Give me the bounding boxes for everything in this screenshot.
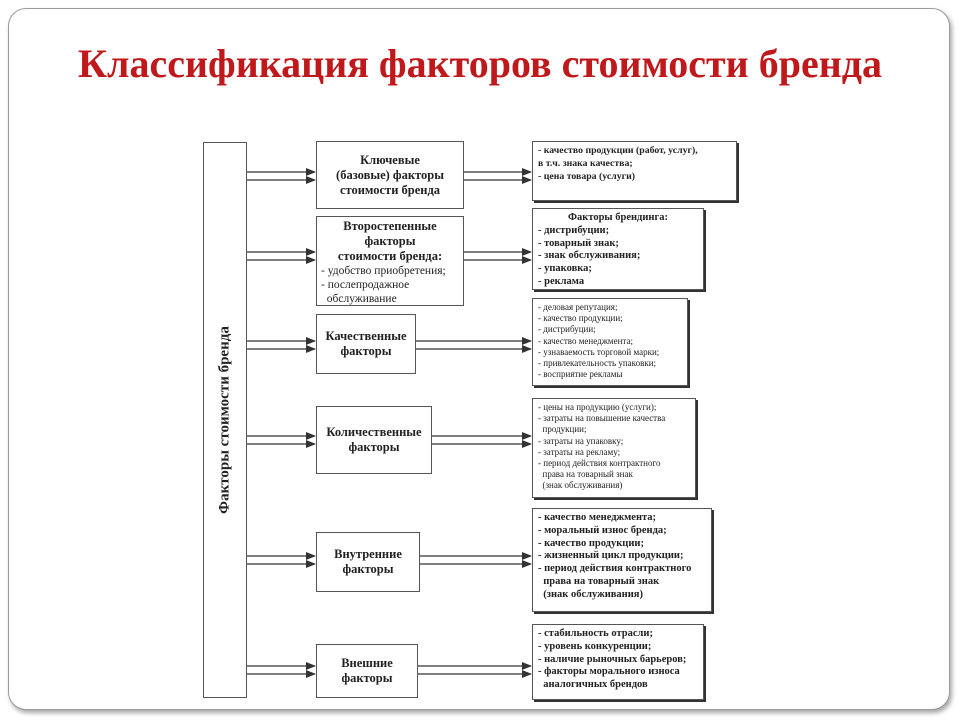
category-line: Внешние — [341, 656, 393, 670]
category-sub-line: - удобство приобретения; — [321, 265, 446, 277]
category-line: Второстепенные — [343, 219, 437, 233]
details-qualitative-factors: - деловая репутация; - качество продукци… — [532, 298, 688, 386]
detail-line: - знак обслуживания; — [538, 250, 641, 262]
category-sub-line: обслуживание — [321, 293, 397, 305]
category-line: Внутренние — [334, 547, 402, 561]
category-sub-line: - послепродажное — [321, 279, 410, 291]
category-line: стоимости бренда — [339, 182, 441, 197]
category-line: факторы — [342, 562, 394, 576]
detail-line: - моральный износ бренда; — [538, 524, 667, 536]
category-line: факторы — [340, 344, 392, 358]
detail-line: - наличие рыночных барьеров; — [538, 653, 687, 665]
detail-line: - восприятие рекламы — [538, 369, 623, 380]
spine-box — [203, 142, 247, 698]
category-line: (базовые) факторы — [336, 167, 444, 182]
detail-line: - стабильность отрасли; — [538, 628, 653, 639]
category-line: Количественные — [326, 425, 422, 439]
detail-line: - качество продукции; — [538, 537, 644, 549]
detail-line: - жизненный цикл продукции; — [538, 550, 684, 562]
detail-line: права на товарный знак — [538, 469, 633, 480]
category-key-factors: Ключевые (базовые) факторы стоимости бре… — [316, 141, 464, 209]
detail-line: - затраты на повышение качества — [538, 413, 666, 424]
slide-frame — [8, 8, 950, 710]
detail-line: - уровень конкуренции; — [538, 640, 652, 652]
category-line: стоимости бренда: — [337, 249, 443, 263]
category-external-factors: Внешние факторы — [316, 644, 418, 698]
detail-line: - качество менеджмента; — [538, 335, 633, 346]
detail-line: - затраты на рекламу; — [538, 446, 621, 457]
detail-line: - дистрибуции; — [538, 324, 596, 335]
detail-line: права на товарный знак — [538, 575, 660, 587]
category-qualitative-factors: Качественные факторы — [316, 314, 416, 374]
spine-label: Факторы стоимости бренда — [216, 326, 233, 514]
details-branding-factors: Факторы брендинга: - дистрибуции; - това… — [532, 208, 704, 290]
category-line: Качественные — [325, 329, 407, 343]
category-line: факторы — [341, 671, 393, 685]
detail-line: - качество продукции (работ, услуг), — [538, 145, 698, 156]
category-line: факторы — [364, 234, 416, 248]
category-quantitative-factors: Количественные факторы — [316, 406, 432, 474]
detail-line: продукции; — [538, 424, 587, 435]
detail-line: - цены на продукцию (услуги); — [538, 402, 657, 412]
detail-line: - дистрибуции; — [538, 224, 610, 236]
detail-line: аналогичных брендов — [538, 679, 648, 691]
detail-line: - цена товара (услуги) — [538, 170, 635, 182]
category-line: факторы — [348, 440, 400, 454]
detail-line: - деловая репутация; — [538, 302, 618, 312]
detail-line: - узнаваемость торговой марки; — [538, 346, 660, 357]
detail-line: в т.ч. знака качества; — [538, 157, 633, 169]
category-internal-factors: Внутренние факторы — [316, 532, 420, 592]
details-key-factors: - качество продукции (работ, услуг), в т… — [532, 141, 737, 201]
detail-line: - качество продукции; — [538, 313, 623, 324]
detail-line: - качество менеджмента; — [538, 512, 657, 523]
detail-line: - период действия контрактного — [538, 563, 692, 575]
category-line: Ключевые — [360, 152, 420, 167]
detail-line: - затраты на упаковку; — [538, 435, 624, 446]
details-quantitative-factors: - цены на продукцию (услуги); - затраты … — [532, 398, 696, 498]
detail-line: - упаковка; — [538, 263, 592, 275]
detail-line: - реклама — [538, 275, 585, 287]
detail-line: (знак обслуживания) — [538, 588, 643, 600]
details-external-factors: - стабильность отрасли; - уровень конкур… — [532, 624, 704, 700]
details-internal-factors: - качество менеджмента; - моральный изно… — [532, 508, 712, 612]
slide-title: Классификация факторов стоимости бренда — [78, 41, 882, 86]
detail-line: - товарный знак; — [538, 237, 619, 249]
details-header: Факторы брендинга: — [568, 212, 668, 223]
detail-line: (знак обслуживания) — [538, 480, 623, 491]
detail-line: - период действия контрактного — [538, 458, 661, 469]
detail-line: - факторы морального износа — [538, 666, 680, 678]
category-secondary-factors: Второстепенные факторы стоимости бренда:… — [316, 216, 464, 306]
detail-line: - привлекательность упаковки; — [538, 358, 657, 369]
